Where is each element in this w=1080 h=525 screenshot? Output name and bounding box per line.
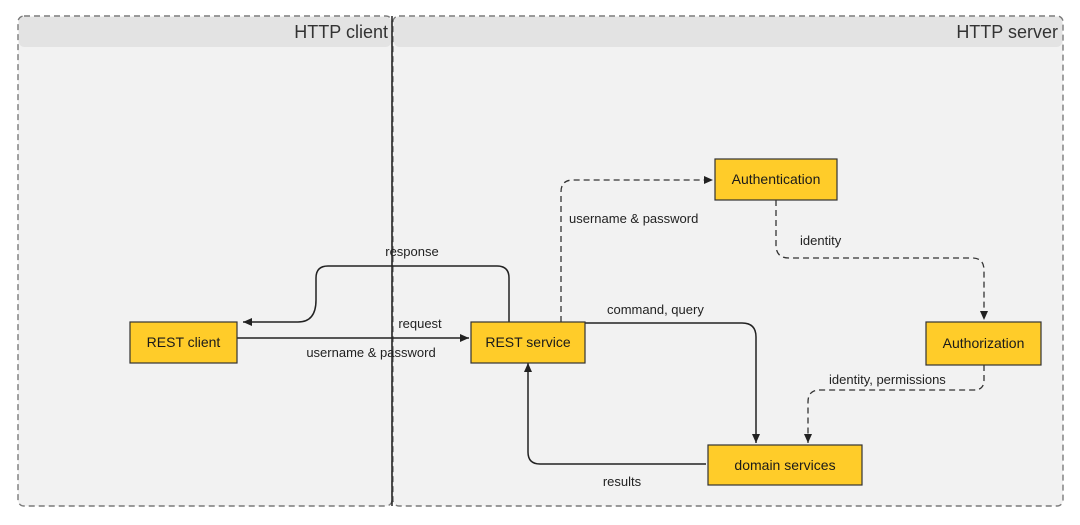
node-rest-service[interactable]: REST service [470,321,586,364]
node-authentication[interactable]: Authentication [714,158,838,201]
edge-label-identity: identity [800,233,842,248]
edge-label-command-query: command, query [607,302,704,317]
edge-identity [775,200,988,320]
node-rest-client-label: REST client [147,334,221,350]
node-authorization-label: Authorization [943,335,1025,351]
http-client-lane: HTTP client [17,15,393,507]
http-client-lane-title: HTTP client [294,22,388,42]
edge-command-query [585,322,760,443]
node-domain-services-label: domain services [734,457,835,473]
edge-label-results: results [603,474,642,489]
http-server-lane-title: HTTP server [956,22,1058,42]
node-domain-services[interactable]: domain services [707,444,863,486]
node-authorization[interactable]: Authorization [925,321,1042,366]
edge-authenticate [560,176,713,322]
node-authentication-label: Authentication [732,171,821,187]
http-server-lane: HTTP server [392,15,1064,507]
node-rest-service-label: REST service [485,334,571,350]
edge-label-request-credentials: username & password [306,345,435,360]
edge-response [243,265,510,326]
edge-label-request: request [398,316,442,331]
edge-label-auth-credentials: username & password [569,211,698,226]
edge-label-response: response [385,244,438,259]
edge-label-identity-permissions: identity, permissions [829,372,946,387]
edge-results [524,363,706,465]
node-rest-client[interactable]: REST client [129,321,238,364]
